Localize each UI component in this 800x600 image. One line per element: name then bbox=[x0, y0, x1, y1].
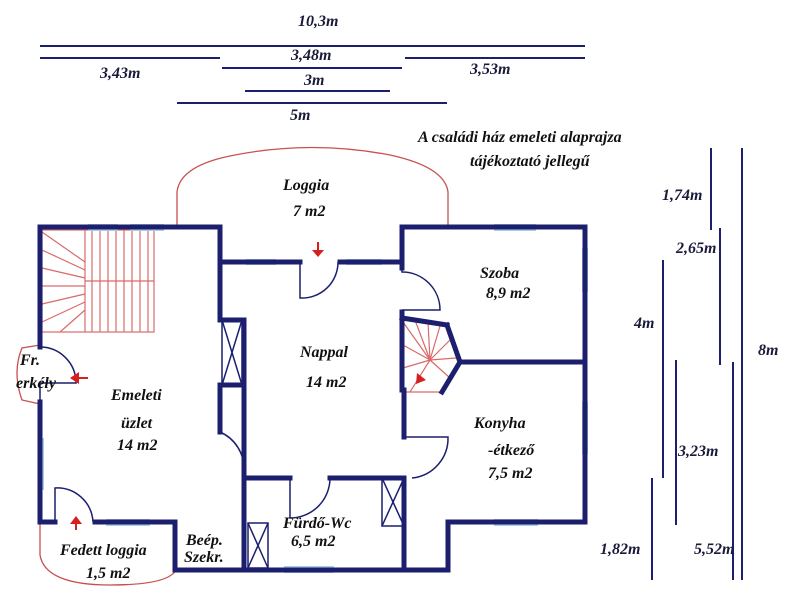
room-loggia-area: 7 m2 bbox=[293, 203, 325, 220]
room-szoba-name: Szoba bbox=[480, 265, 519, 282]
fr-erkely-outline bbox=[16, 344, 41, 405]
dim-right-total: 8m bbox=[758, 342, 778, 359]
room-konyha-area: 7,5 m2 bbox=[488, 465, 532, 482]
room-fr-erkely-line2: erkély bbox=[16, 375, 57, 392]
dim-right-4: 3,23m bbox=[677, 443, 718, 460]
arrow-fedett-loggia bbox=[70, 516, 82, 524]
room-uzlet-line2: üzlet bbox=[121, 415, 153, 432]
door-fedett-loggia bbox=[54, 487, 94, 523]
door-loggia bbox=[299, 261, 339, 299]
door-konyha bbox=[404, 436, 449, 479]
dim-right-span: 3,53m bbox=[469, 61, 510, 78]
room-furdo-area: 6,5 m2 bbox=[291, 533, 335, 550]
entry-arrows bbox=[70, 242, 426, 530]
right-dimension-lines bbox=[651, 148, 743, 580]
dim-right-5: 1,82m bbox=[600, 541, 640, 558]
dim-middle-span: 3,48m bbox=[290, 47, 331, 64]
room-uzlet-area: 14 m2 bbox=[117, 437, 157, 454]
arrow-spiral bbox=[416, 373, 426, 384]
room-fedett-loggia-area: 1,5 m2 bbox=[86, 565, 130, 582]
walls bbox=[37, 224, 588, 573]
staircase-left bbox=[41, 229, 155, 333]
wall-szoba-3 bbox=[399, 315, 450, 328]
room-furdo-name: Fürdő-Wc bbox=[282, 515, 351, 532]
dim-right-2: 2,65m bbox=[675, 240, 716, 257]
top-dimension-lines bbox=[40, 45, 585, 104]
room-uzlet-line1: Emeleti bbox=[110, 387, 162, 404]
wall-spiral-1 bbox=[438, 358, 464, 396]
room-fr-erkely-line1: Fr. bbox=[19, 352, 40, 369]
fedett-loggia-outline bbox=[39, 522, 177, 586]
dim-right-1: 1,74m bbox=[662, 187, 702, 204]
room-konyha-line1: Konyha bbox=[473, 415, 526, 432]
room-beep-line2: Szekr. bbox=[184, 549, 224, 566]
room-nappal-name: Nappal bbox=[299, 344, 349, 361]
dim-right-3: 4m bbox=[633, 315, 654, 332]
door-szoba bbox=[401, 268, 441, 311]
room-nappal-area: 14 m2 bbox=[306, 374, 346, 391]
loggia-outline bbox=[176, 146, 449, 225]
room-konyha-line2: -étkező bbox=[488, 442, 535, 459]
wall-szoba-4 bbox=[443, 321, 464, 366]
door-uzlet bbox=[219, 431, 245, 471]
wardrobes bbox=[221, 319, 405, 569]
dim-top-total: 10,3m bbox=[298, 13, 338, 30]
plan-title: A családi ház emeleti alaprajza bbox=[417, 129, 622, 146]
dim-right-6: 5,52m bbox=[694, 541, 734, 558]
room-beep-line1: Beép. bbox=[185, 532, 223, 549]
room-fedett-loggia-name: Fedett loggia bbox=[59, 542, 147, 559]
room-szoba-area: 8,9 m2 bbox=[486, 285, 530, 302]
arrow-fr-erkely bbox=[70, 372, 79, 384]
dim-bottom-span: 5m bbox=[290, 107, 310, 124]
plan-subtitle: tájékoztató jellegű bbox=[470, 153, 591, 170]
room-loggia-name: Loggia bbox=[282, 177, 329, 194]
dim-left-span: 3,43m bbox=[99, 65, 140, 82]
door-furdo bbox=[289, 477, 331, 519]
dim-inner-span: 3m bbox=[303, 72, 324, 89]
